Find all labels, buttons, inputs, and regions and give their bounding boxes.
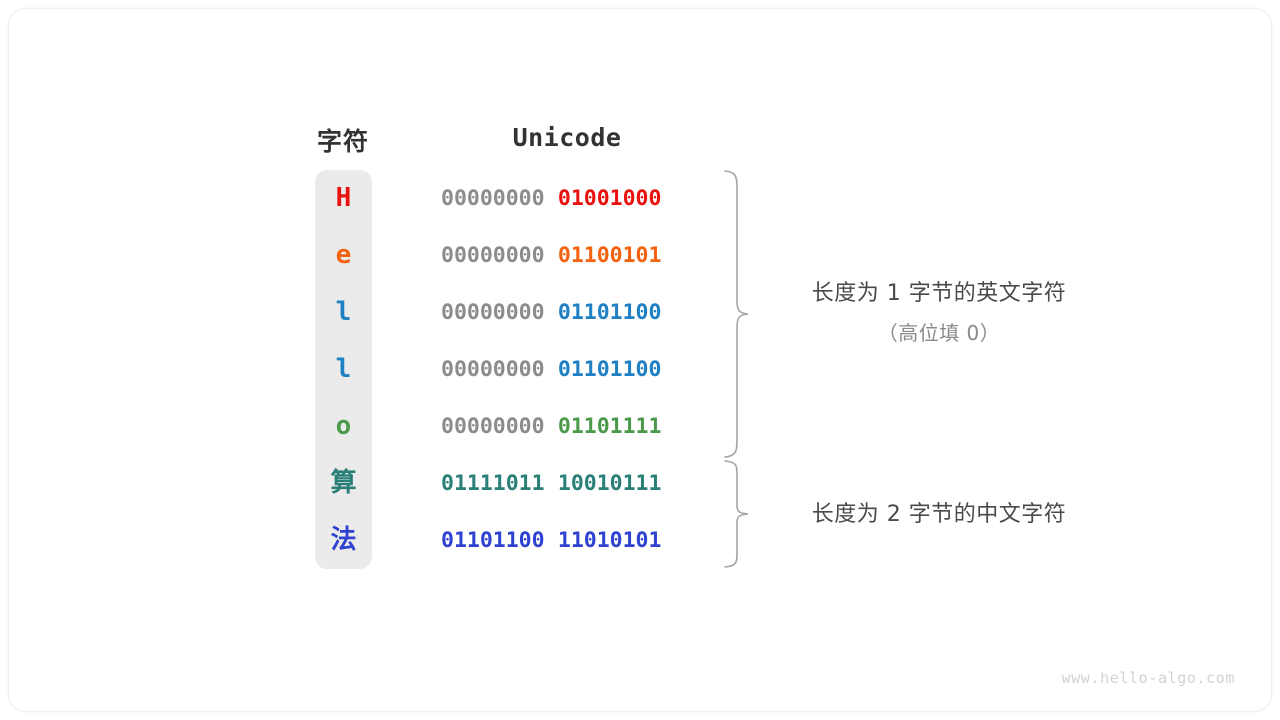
annotation-english-line1: 长度为 1 字节的英文字符	[811, 281, 1067, 306]
binary-low-byte: 11010101	[557, 528, 662, 553]
binary-high-byte: 01111011	[441, 471, 545, 496]
character-cell: 法	[330, 525, 357, 555]
binary-row: 01111011 10010111	[441, 455, 693, 512]
character-cell: H	[335, 183, 352, 213]
watermark: www.hello-algo.com	[1061, 669, 1235, 687]
figure-canvas: 字符 Unicode H 00000000 01001000 e 00000000 011…	[8, 8, 1272, 712]
binary-row: 01101100 11010101	[441, 512, 693, 569]
character-cell: 算	[330, 468, 357, 498]
character-column-panel	[315, 170, 372, 569]
annotation-english-line2: （高位填 0）	[877, 321, 1001, 345]
character-cell: l	[335, 297, 352, 327]
character-cell: o	[335, 411, 352, 441]
column-header-unicode: Unicode	[512, 123, 622, 152]
binary-low-byte: 01101100	[557, 357, 662, 382]
binary-low-byte: 01001000	[557, 186, 662, 211]
character-cell: e	[335, 240, 352, 270]
binary-row: 00000000 01101111	[441, 398, 693, 455]
binary-low-byte: 01100101	[557, 243, 662, 268]
annotation-chinese-line1: 长度为 2 字节的中文字符	[811, 502, 1067, 527]
brace-chinese-group	[724, 460, 749, 568]
binary-row: 00000000 01101100	[441, 284, 693, 341]
binary-low-byte: 10010111	[557, 471, 662, 496]
character-cell: l	[335, 354, 352, 384]
binary-row: 00000000 01100101	[441, 227, 693, 284]
binary-row: 00000000 01001000	[441, 170, 693, 227]
binary-high-byte: 00000000	[441, 357, 545, 382]
binary-high-byte: 00000000	[441, 414, 545, 439]
column-header-character: 字符	[316, 128, 369, 156]
brace-english-group	[724, 170, 749, 458]
annotation-chinese: 长度为 2 字节的中文字符	[769, 496, 1109, 528]
binary-low-byte: 01101100	[557, 300, 662, 325]
binary-high-byte: 00000000	[441, 243, 545, 268]
binary-row: 00000000 01101100	[441, 341, 693, 398]
binary-high-byte: 00000000	[441, 186, 545, 211]
binary-high-byte: 00000000	[441, 300, 545, 325]
annotation-english: 长度为 1 字节的英文字符 （高位填 0）	[769, 275, 1109, 346]
binary-high-byte: 01101100	[441, 528, 545, 553]
binary-low-byte: 01101111	[557, 414, 662, 439]
